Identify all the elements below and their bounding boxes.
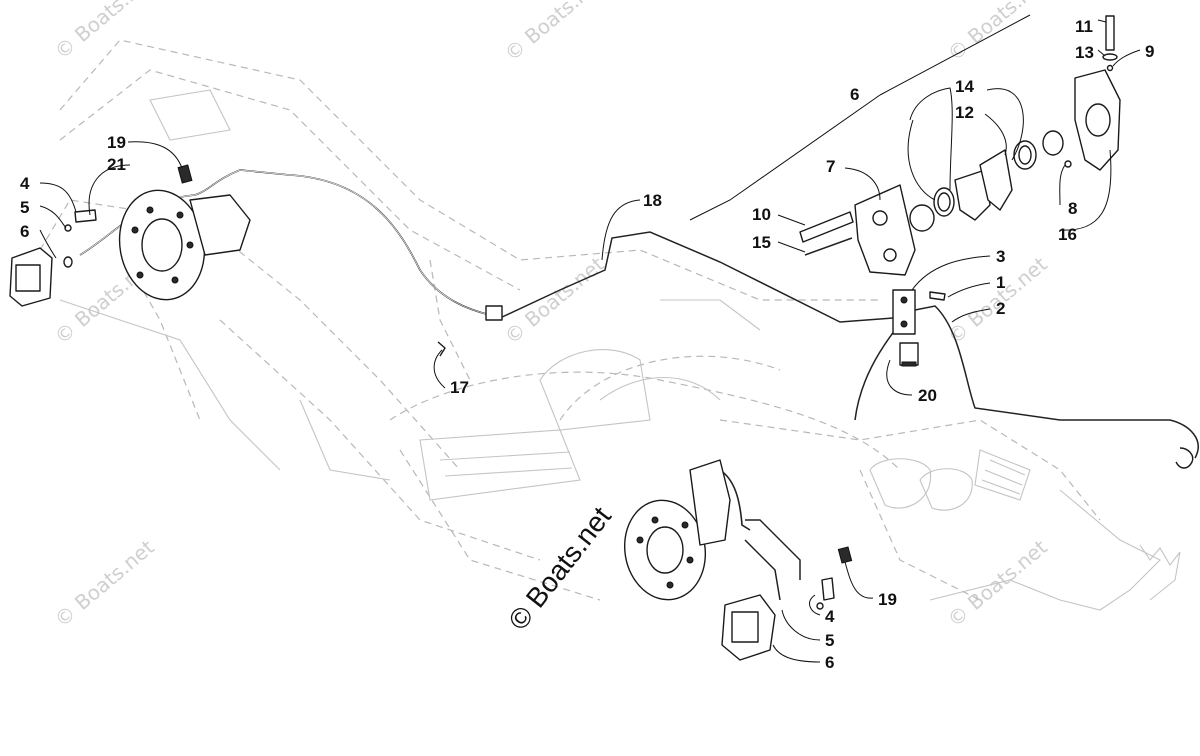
- caliper-bolt: [799, 211, 854, 243]
- callout-5: 5: [825, 631, 834, 650]
- hub-knuckle: [189, 194, 251, 256]
- callout-labels: 11 13 9 14 12 6 7 18 10 15 8 16 3 1 2 20…: [20, 17, 1154, 672]
- caliper-pad: [15, 264, 41, 292]
- callout-3: 3: [996, 247, 1005, 266]
- bolt: [74, 209, 97, 223]
- wheel-hub: [141, 218, 183, 272]
- callout-8: 8: [1068, 199, 1077, 218]
- callout-6: 6: [850, 85, 859, 104]
- bleed-screw: [177, 164, 193, 184]
- atv-frame-ghost-outline: [39, 39, 1181, 611]
- callout-7: 7: [826, 157, 835, 176]
- bolt: [821, 577, 835, 601]
- watermark-main: © Boats.net: [502, 501, 617, 636]
- callout-16: 16: [1058, 225, 1077, 244]
- callout-14: 14: [955, 77, 974, 96]
- callout-11: 11: [1075, 17, 1093, 36]
- callout-18: 18: [643, 191, 662, 210]
- callout-4: 4: [825, 607, 835, 626]
- wheel-hub: [646, 526, 684, 574]
- watermark-faint: © Boats.net: [50, 0, 159, 64]
- watermark-faint: © Boats.net: [500, 252, 609, 349]
- leader-lines: [39, 19, 1141, 663]
- hose-clip-center: [437, 305, 503, 357]
- piston: [1042, 130, 1064, 156]
- callout-2: 2: [996, 299, 1005, 318]
- steering-knuckle: [689, 459, 731, 546]
- front-right-brake-assembly: [623, 459, 853, 661]
- caliper-body: [854, 184, 916, 276]
- bleed-screw: [837, 546, 853, 564]
- callout-4: 4: [20, 174, 30, 193]
- callout-19: 19: [107, 133, 126, 152]
- block-bolt: [929, 291, 946, 301]
- callout-9: 9: [1145, 42, 1154, 61]
- callout-21: 21: [107, 155, 126, 174]
- hose-end-fitting: [1175, 447, 1194, 469]
- callout-12: 12: [955, 103, 974, 122]
- callout-6: 6: [825, 653, 834, 672]
- callout-17: 17: [450, 378, 469, 397]
- callout-5: 5: [20, 198, 29, 217]
- callout-19: 19: [878, 590, 897, 609]
- brake-pad: [954, 169, 991, 221]
- callout-1: 1: [996, 273, 1005, 292]
- callout-20: 20: [918, 386, 937, 405]
- callout-15: 15: [752, 233, 771, 252]
- callout-13: 13: [1075, 43, 1094, 62]
- watermark-faint: © Boats.net: [50, 535, 159, 632]
- callout-10: 10: [752, 205, 771, 224]
- brake-junction-block: [892, 289, 916, 335]
- watermark-faint: © Boats.net: [500, 0, 609, 66]
- front-caliper-exploded: [689, 14, 1121, 276]
- bleed-valve: [1105, 15, 1115, 51]
- brake-pad: [979, 149, 1013, 211]
- piston: [909, 204, 935, 232]
- hose-clip: [485, 305, 503, 321]
- caliper-pad: [731, 611, 759, 643]
- callout-6: 6: [20, 222, 29, 241]
- junction-block-and-switch: [892, 289, 1194, 469]
- rear-left-brake-assembly: [9, 164, 251, 307]
